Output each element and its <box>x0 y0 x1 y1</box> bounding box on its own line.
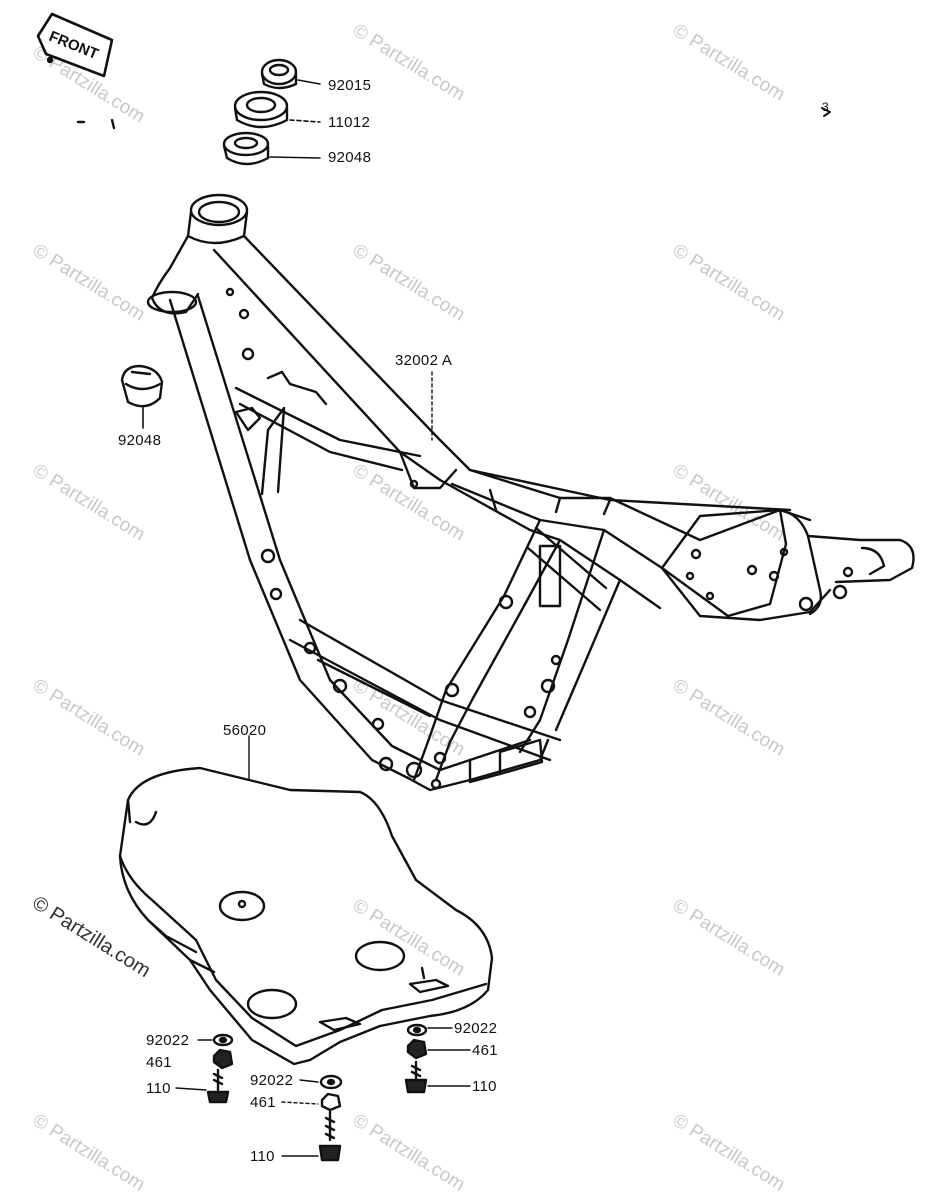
bolt-left <box>206 1068 230 1104</box>
bolt-right <box>404 1060 428 1094</box>
part-label-nut-mid: 461 <box>250 1094 276 1111</box>
motorcycle-frame <box>146 193 915 792</box>
steering-bearing <box>233 90 289 129</box>
part-label-92048-seal: 92048 <box>328 149 372 166</box>
part-label-92048-cap: 92048 <box>118 432 162 449</box>
washer-left <box>212 1033 234 1047</box>
corner-mark: 3 <box>822 100 829 114</box>
washer-middle <box>319 1074 343 1090</box>
bolt-middle <box>318 1110 342 1162</box>
part-label-bolt-right: 110 <box>472 1078 497 1095</box>
frame-cap <box>120 364 164 408</box>
front-arrow-icon: FRONT <box>36 12 114 78</box>
skid-guard <box>118 766 494 1066</box>
part-label-92015: 92015 <box>328 77 372 94</box>
washer-right <box>406 1023 428 1037</box>
nut-middle <box>320 1092 342 1112</box>
nut-right <box>406 1038 428 1060</box>
steering-seal-top <box>260 58 298 90</box>
part-label-frame: 32002 A <box>395 352 453 369</box>
steering-seal-lower <box>222 131 270 166</box>
part-label-guard: 56020 <box>223 722 267 739</box>
part-label-nut-right: 461 <box>472 1042 498 1059</box>
part-label-washer-left: 92022 <box>146 1032 190 1049</box>
part-label-bolt-mid: 110 <box>250 1148 275 1165</box>
part-label-bolt-left: 110 <box>146 1080 171 1097</box>
nut-left <box>212 1048 234 1070</box>
part-label-11012: 11012 <box>328 114 371 131</box>
part-label-washer-mid: 92022 <box>250 1072 294 1089</box>
part-label-nut-left: 461 <box>146 1054 172 1071</box>
part-label-washer-right: 92022 <box>454 1020 498 1037</box>
